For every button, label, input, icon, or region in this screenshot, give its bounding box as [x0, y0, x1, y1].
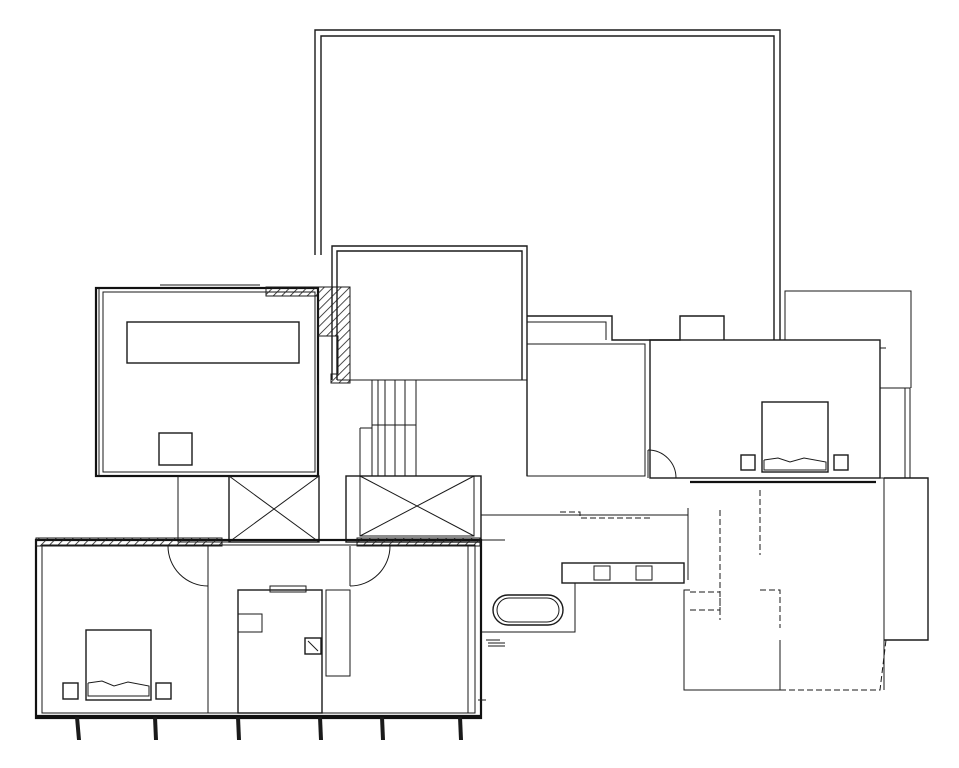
right-lower-area [683, 477, 929, 691]
right-bedroom [649, 290, 912, 484]
bed-right [740, 401, 849, 473]
upper-left-small-square [158, 432, 193, 466]
upper-left-room [94, 284, 351, 478]
kitchen-laundry [481, 511, 688, 647]
void-right [345, 475, 482, 543]
sink-double [561, 562, 685, 584]
bed-left [62, 629, 172, 701]
toilet [304, 637, 322, 655]
central-bathroom [237, 585, 351, 714]
tap-fixture [486, 639, 505, 647]
lower-left-bedroom [34, 537, 483, 720]
hatched-wall-left [35, 537, 223, 547]
hatched-wall-center [356, 537, 481, 547]
bathtub [492, 594, 564, 626]
hatched-wall-upper [265, 286, 351, 384]
upper-left-table [126, 321, 300, 364]
foundation-legs [36, 699, 486, 740]
upper-center-room [331, 245, 528, 476]
void-left [177, 475, 320, 543]
upper-deck [314, 29, 781, 340]
stair-core [317, 379, 417, 477]
